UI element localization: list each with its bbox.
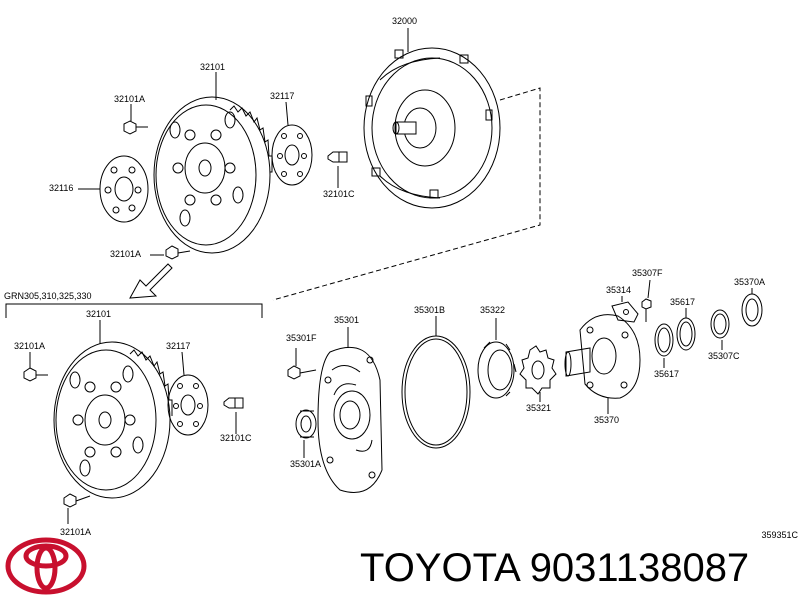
oring-35301B (401, 335, 471, 449)
label-35370A: 35370A (734, 277, 766, 287)
label-32101A: 32101A (14, 341, 46, 351)
ring-35617-b (676, 317, 696, 351)
label-32117: 32117 (166, 341, 191, 351)
label-35322: 35322 (480, 305, 506, 315)
label-35301B: 35301B (414, 305, 446, 315)
drive-gear-35321 (519, 345, 557, 395)
label-35301: 35301 (334, 315, 360, 325)
label-35617: 35617 (654, 369, 680, 379)
seal-35301A (295, 409, 317, 439)
label-35307F: 35307F (632, 268, 663, 278)
bolt-32101A-bot2 (63, 493, 91, 508)
label-32101: 32101 (86, 309, 112, 319)
bolt-32101C-bot (223, 397, 244, 409)
label-32116: 32116 (49, 183, 74, 193)
bolt-35301F (287, 365, 317, 380)
plate-32117-top (271, 124, 313, 186)
stator-shaft-35370 (564, 314, 641, 399)
part-number: 9031138087 (529, 546, 750, 590)
brand-part-number: TOYOTA 9031138087 (360, 548, 749, 588)
bolt-32101C-top (327, 151, 348, 163)
label-32101C: 32101C (220, 433, 252, 443)
flywheel-bottom (53, 341, 173, 499)
flywheel-top (153, 96, 273, 254)
label-32101A: 32101A (110, 249, 142, 259)
pump-body (317, 347, 383, 493)
plate-32117-bottom (167, 374, 209, 436)
brand-name: TOYOTA (360, 546, 519, 590)
toyota-logo (5, 537, 87, 595)
label-32101: 32101 (200, 62, 226, 72)
bolt-32101A-top1 (123, 120, 148, 135)
label-32101A: 32101A (60, 527, 92, 537)
bolt-32101A-top2 (165, 245, 191, 260)
label-35307C: 35307C (708, 351, 740, 361)
label-35314: 35314 (606, 285, 632, 295)
drawing-reference: 359351C (761, 530, 798, 540)
ring-35307C (710, 309, 730, 339)
label-35617: 35617 (670, 297, 696, 307)
clip-35314 (611, 301, 639, 323)
ring-35370A (741, 293, 763, 327)
label-32101A: 32101A (114, 94, 146, 104)
label-32000: 32000 (392, 16, 418, 26)
plate-32116 (99, 155, 149, 223)
label-32117: 32117 (270, 91, 295, 101)
bolt-32101A-bot1 (23, 367, 48, 382)
bolt-35307F (641, 298, 652, 322)
torque-converter (363, 47, 501, 209)
label-35321: 35321 (526, 403, 552, 413)
driven-gear-35322 (477, 341, 517, 399)
ring-35617-a (654, 323, 674, 357)
label-35370: 35370 (594, 415, 620, 425)
label-35301F: 35301F (286, 333, 317, 343)
label-32101C: 32101C (323, 189, 355, 199)
label-35301A: 35301A (290, 459, 322, 469)
grn-note: GRN305,310,325,330 (4, 291, 92, 301)
